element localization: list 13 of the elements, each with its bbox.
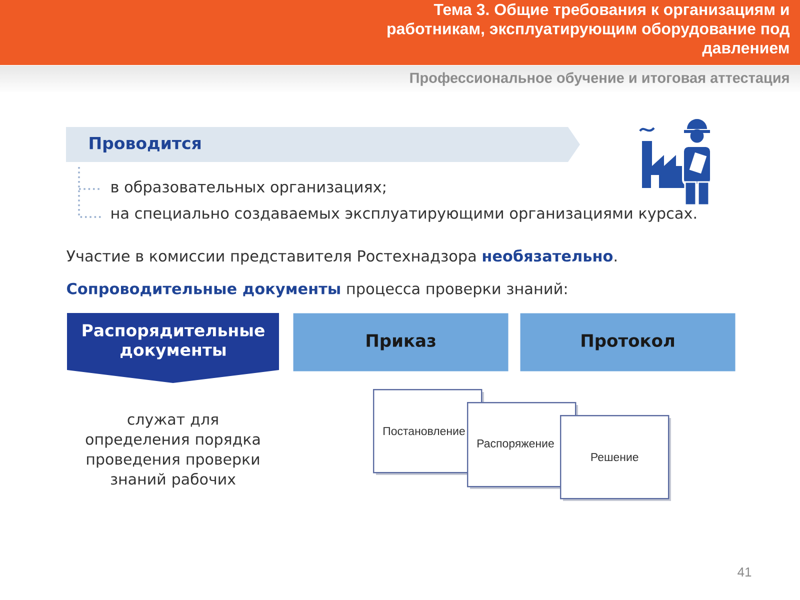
note-text: Участие в комиссии представителя Ростехнадзора необязательно. [66, 249, 616, 265]
caption-text: служат для определения порядка проведения проверки знаний рабочих [86, 416, 260, 488]
subtitle: Профессиональное обучение и итоговая аттестация [410, 72, 789, 86]
document-card: Решение [560, 415, 671, 501]
title: Тема 3. Общие требования к организациям и работникам, эксплуатирующим оборудование под давлением [388, 3, 790, 57]
title-box: Приказ [293, 313, 508, 372]
bullet-text: в образовательных организациях; [112, 180, 386, 196]
bullet-text: на специально создаваемых эксплуатирующими организациями курсах. [112, 210, 696, 222]
note-text: Сопроводительные документы процесса проверки знаний: [67, 282, 567, 298]
page-number: 41 [738, 568, 752, 576]
title-box: Протокол [520, 313, 736, 372]
arrow-banner: Распорядительные документы [67, 313, 279, 383]
arrow-banner: Проводится [66, 127, 580, 162]
